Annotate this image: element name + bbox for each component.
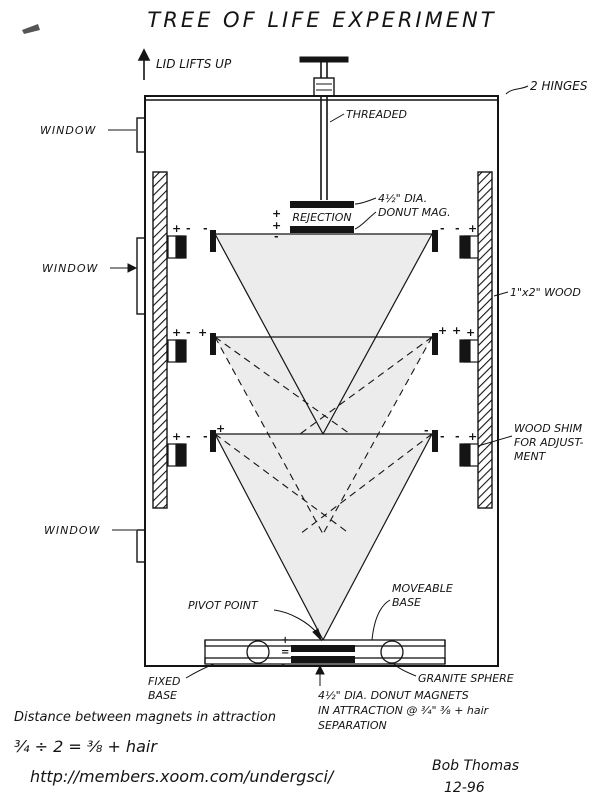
- svg-text:-: -: [424, 424, 429, 437]
- rejection-label: REJECTION: [292, 211, 351, 224]
- wood-label: 1"x2" WOOD: [510, 286, 581, 299]
- donut-bottom-label-line1: 4½" DIA. DONUT MAGNETS: [318, 689, 469, 702]
- svg-text:-: -: [203, 222, 208, 235]
- pivot-label: PIVOT POINT: [188, 599, 259, 612]
- svg-text:+: +: [468, 222, 477, 235]
- svg-text:+: +: [172, 326, 181, 339]
- fixed-label-line2: BASE: [148, 689, 177, 702]
- shade-upper-triangle: [215, 234, 432, 434]
- date-note: 12-96: [444, 780, 485, 796]
- svg-text:+: +: [272, 207, 281, 220]
- hinges-leader: [505, 85, 529, 95]
- donut-top-label-line1: 4½" DIA.: [378, 192, 427, 205]
- moveable-label-line2: BASE: [392, 596, 421, 609]
- cabinet-outline: [144, 95, 499, 667]
- svg-text:-: -: [186, 222, 191, 235]
- granite-label: GRANITE SPHERE: [418, 672, 514, 685]
- base-magnet-lower: [291, 656, 355, 663]
- wood-leader: [493, 291, 509, 297]
- wood-board-right: [477, 171, 493, 509]
- threaded-leader: [329, 113, 345, 123]
- distance-note: Distance between magnets in attraction: [14, 710, 276, 725]
- svg-text:-: -: [186, 326, 191, 339]
- shim-label-line1: WOOD SHIM: [514, 422, 583, 435]
- page-title: TREE OF LIFE EXPERIMENT: [147, 8, 496, 32]
- hinges-label: 2 HINGES: [530, 79, 588, 93]
- donut-bottom-label-line2: IN ATTRACTION @ ¾" ⅜ + hair: [318, 704, 490, 717]
- svg-text:+: +: [172, 222, 181, 235]
- window-label-top: WINDOW: [40, 124, 96, 137]
- base-polarity: += -: [281, 635, 289, 671]
- pivot-arrow-icon: [273, 609, 322, 642]
- svg-text:-: -: [440, 430, 445, 443]
- url-note: http://members.xoom.com/undergsci/: [30, 767, 335, 786]
- fixed-label-line1: FIXED: [148, 675, 181, 688]
- rejection-magnet-lower: [290, 226, 354, 233]
- svg-text:+: +: [216, 422, 225, 435]
- polarity-marks: +-- --+ +-+ +++ +--+ ---+ ++-: [172, 207, 477, 443]
- shim-leader: [477, 435, 513, 447]
- svg-text:-: -: [455, 222, 460, 235]
- svg-text:+: +: [452, 324, 461, 337]
- svg-text:+: +: [172, 430, 181, 443]
- shade-lower-triangle: [215, 434, 432, 640]
- svg-text:+: +: [438, 324, 447, 337]
- svg-text:+: +: [198, 326, 207, 339]
- donut-top-label-line2: DONUT MAG.: [378, 206, 451, 219]
- window-label-bottom: WINDOW: [44, 524, 100, 537]
- donut-bottom-label-line3: SEPARATION: [318, 719, 387, 732]
- base-magnet-upper: [291, 645, 355, 652]
- svg-text:+: +: [468, 430, 477, 443]
- wood-board-left: [152, 171, 168, 509]
- shim-label-line3: MENT: [514, 450, 547, 463]
- window-label-middle: WINDOW: [42, 262, 98, 275]
- svg-text:-: -: [186, 430, 191, 443]
- author-note: Bob Thomas: [432, 758, 519, 774]
- moveable-label-line1: MOVEABLE: [392, 582, 453, 595]
- threaded-label: THREADED: [346, 108, 407, 121]
- tree-lines: [214, 233, 433, 641]
- corner-mark: [22, 24, 40, 34]
- shim-label-line2: FOR ADJUST-: [514, 436, 584, 449]
- window-arrow-icon: [110, 263, 138, 273]
- svg-text:-: -: [455, 430, 460, 443]
- svg-text:+: +: [281, 635, 289, 646]
- fixed-leader: [185, 663, 215, 679]
- window-panels: [136, 117, 146, 563]
- lid-label: LID LIFTS UP: [156, 57, 232, 71]
- formula-note: ¾ ÷ 2 = ⅜ + hair: [14, 737, 158, 756]
- svg-text:+: +: [272, 219, 281, 232]
- donut-bottom-arrow-icon: [315, 664, 325, 686]
- rejection-magnet-upper: [290, 201, 354, 208]
- threaded-rod: [299, 56, 349, 200]
- granite-leader: [393, 663, 417, 677]
- svg-text:-: -: [440, 222, 445, 235]
- wall-magnets: [167, 235, 479, 467]
- svg-text:-: -: [281, 660, 285, 671]
- lid-arrow-icon: [137, 48, 151, 80]
- svg-text:-: -: [203, 430, 208, 443]
- tree-dashed-lines: [214, 336, 433, 535]
- donut-top-leader: [354, 197, 377, 230]
- svg-text:-: -: [274, 230, 279, 243]
- shelf-magnets: [210, 230, 438, 452]
- moveable-leader: [371, 599, 391, 641]
- svg-text:+: +: [466, 326, 475, 339]
- svg-text:=: =: [281, 647, 289, 658]
